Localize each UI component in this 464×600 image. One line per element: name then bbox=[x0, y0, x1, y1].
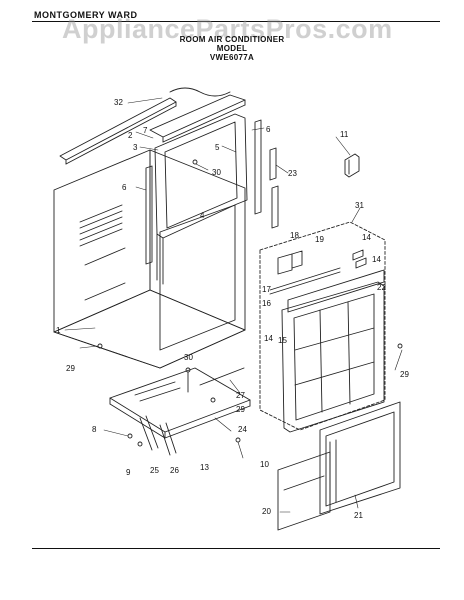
diagram-title-line-2: MODEL bbox=[216, 44, 248, 53]
screws bbox=[97, 159, 403, 447]
part-6-side-strip-left bbox=[145, 165, 153, 265]
callout-14-mid: 14 bbox=[372, 255, 381, 264]
callout-labels: 32 7 2 3 5 6 6 30 4 11 23 31 18 19 14 14… bbox=[56, 98, 409, 520]
callout-9: 9 bbox=[126, 468, 131, 477]
callout-2: 2 bbox=[128, 131, 133, 140]
diagram-title-line-1: ROOM AIR CONDITIONER bbox=[179, 35, 285, 44]
part-31-front-assembly bbox=[259, 221, 386, 431]
part-6-side-strip-right bbox=[254, 119, 262, 215]
callout-17: 17 bbox=[262, 285, 271, 294]
model-number: VWE6077A bbox=[209, 53, 255, 62]
callout-13: 13 bbox=[200, 463, 209, 472]
watermark: AppliancePartsPros.com bbox=[62, 14, 393, 44]
part-23-strips bbox=[269, 147, 279, 229]
callout-14-bottom: 14 bbox=[264, 334, 273, 343]
part-24-base-pan bbox=[109, 367, 251, 439]
callout-24: 24 bbox=[238, 425, 247, 434]
callout-32: 32 bbox=[114, 98, 123, 107]
callout-7: 7 bbox=[143, 126, 148, 135]
callout-14-top: 14 bbox=[362, 233, 371, 242]
part-18-19-hardware bbox=[269, 250, 341, 295]
part-32-top-rail bbox=[59, 97, 177, 165]
footer-rule bbox=[32, 548, 440, 549]
callout-30-top: 30 bbox=[212, 168, 221, 177]
callout-30-bottom: 30 bbox=[184, 353, 193, 362]
header-rule bbox=[32, 21, 440, 22]
callout-19: 19 bbox=[315, 235, 324, 244]
callout-6-left: 6 bbox=[122, 183, 127, 192]
part-21-side-panel bbox=[319, 401, 401, 515]
leader-lines bbox=[64, 97, 403, 513]
part-25-26-legs bbox=[139, 415, 177, 456]
part-14-clips bbox=[352, 249, 367, 269]
callout-8: 8 bbox=[92, 425, 97, 434]
callout-26: 26 bbox=[170, 466, 179, 475]
callout-29-left: 29 bbox=[66, 364, 75, 373]
part-7-curtain-top bbox=[149, 87, 246, 143]
callout-23: 23 bbox=[288, 169, 297, 178]
callout-20: 20 bbox=[262, 507, 271, 516]
part-5-window-frame bbox=[154, 113, 248, 285]
part-20-side-panel bbox=[277, 451, 331, 531]
callout-25: 25 bbox=[150, 466, 159, 475]
part-1-cabinet bbox=[53, 149, 246, 369]
callout-1: 1 bbox=[56, 326, 61, 335]
callout-18: 18 bbox=[290, 231, 299, 240]
callout-10: 10 bbox=[260, 460, 269, 469]
callout-4: 4 bbox=[200, 211, 205, 220]
callout-27: 27 bbox=[236, 391, 245, 400]
callout-29-right: 29 bbox=[400, 370, 409, 379]
part-22-front-grille bbox=[281, 269, 385, 433]
part-11-bracket bbox=[344, 153, 360, 178]
callout-3: 3 bbox=[133, 143, 138, 152]
callout-31: 31 bbox=[355, 201, 364, 210]
callout-21: 21 bbox=[354, 511, 363, 520]
callout-5: 5 bbox=[215, 143, 220, 152]
brand-name: MONTGOMERY WARD bbox=[34, 10, 138, 20]
callout-6-right: 6 bbox=[266, 125, 271, 134]
callout-16: 16 bbox=[262, 299, 271, 308]
callout-22: 22 bbox=[377, 283, 386, 292]
callout-15: 15 bbox=[278, 336, 287, 345]
callout-28: 29 bbox=[236, 405, 245, 414]
callout-11: 11 bbox=[340, 130, 349, 139]
part-30-screw bbox=[185, 367, 191, 393]
part-27-rod bbox=[199, 367, 245, 386]
